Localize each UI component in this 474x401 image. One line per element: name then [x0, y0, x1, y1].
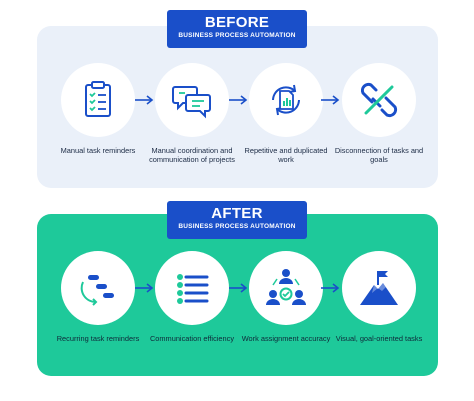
before-arrow-3 [321, 95, 340, 105]
after-item-recurring-reminders [61, 251, 135, 325]
after-arrow-3 [321, 283, 340, 293]
chat-bubbles-icon [172, 86, 211, 119]
before-badge: BEFORE BUSINESS PROCESS AUTOMATION [167, 10, 307, 48]
after-item-work-assignment [249, 251, 323, 325]
after-badge: AFTER BUSINESS PROCESS AUTOMATION [167, 201, 307, 239]
after-label-2: Communication efficiency [149, 334, 235, 343]
mountain-flag-icon [360, 271, 398, 305]
before-item-manual-reminders [61, 63, 135, 137]
before-item-repetitive-work [249, 63, 323, 137]
team-assignment-icon [266, 269, 306, 305]
after-arrow-2 [229, 283, 248, 293]
before-item-disconnection [342, 63, 416, 137]
before-subtitle: BUSINESS PROCESS AUTOMATION [178, 32, 296, 39]
before-label-3: Repetitive and duplicated work [244, 146, 328, 164]
after-arrow-1 [135, 283, 154, 293]
after-title: AFTER [211, 205, 263, 222]
after-item-communication-efficiency [155, 251, 229, 325]
before-label-2: Manual coordination and communication of… [149, 146, 235, 164]
before-label-1: Manual task reminders [60, 146, 136, 155]
document-refresh-icon [272, 84, 300, 116]
before-title: BEFORE [204, 14, 270, 31]
clipboard-checklist-icon [85, 81, 111, 117]
after-label-4: Visual, goal-oriented tasks [335, 334, 423, 343]
before-label-4: Disconnection of tasks and goals [334, 146, 424, 164]
before-arrow-1 [135, 95, 154, 105]
broken-link-icon [360, 82, 398, 118]
before-arrow-2 [229, 95, 248, 105]
checklist-lines-icon [177, 274, 209, 304]
gantt-cycle-icon [80, 275, 114, 306]
after-item-goal-oriented [342, 251, 416, 325]
after-label-3: Work assignment accuracy [241, 334, 331, 343]
before-item-manual-coordination [155, 63, 229, 137]
after-subtitle: BUSINESS PROCESS AUTOMATION [178, 223, 296, 230]
after-label-1: Recurring task reminders [56, 334, 140, 343]
